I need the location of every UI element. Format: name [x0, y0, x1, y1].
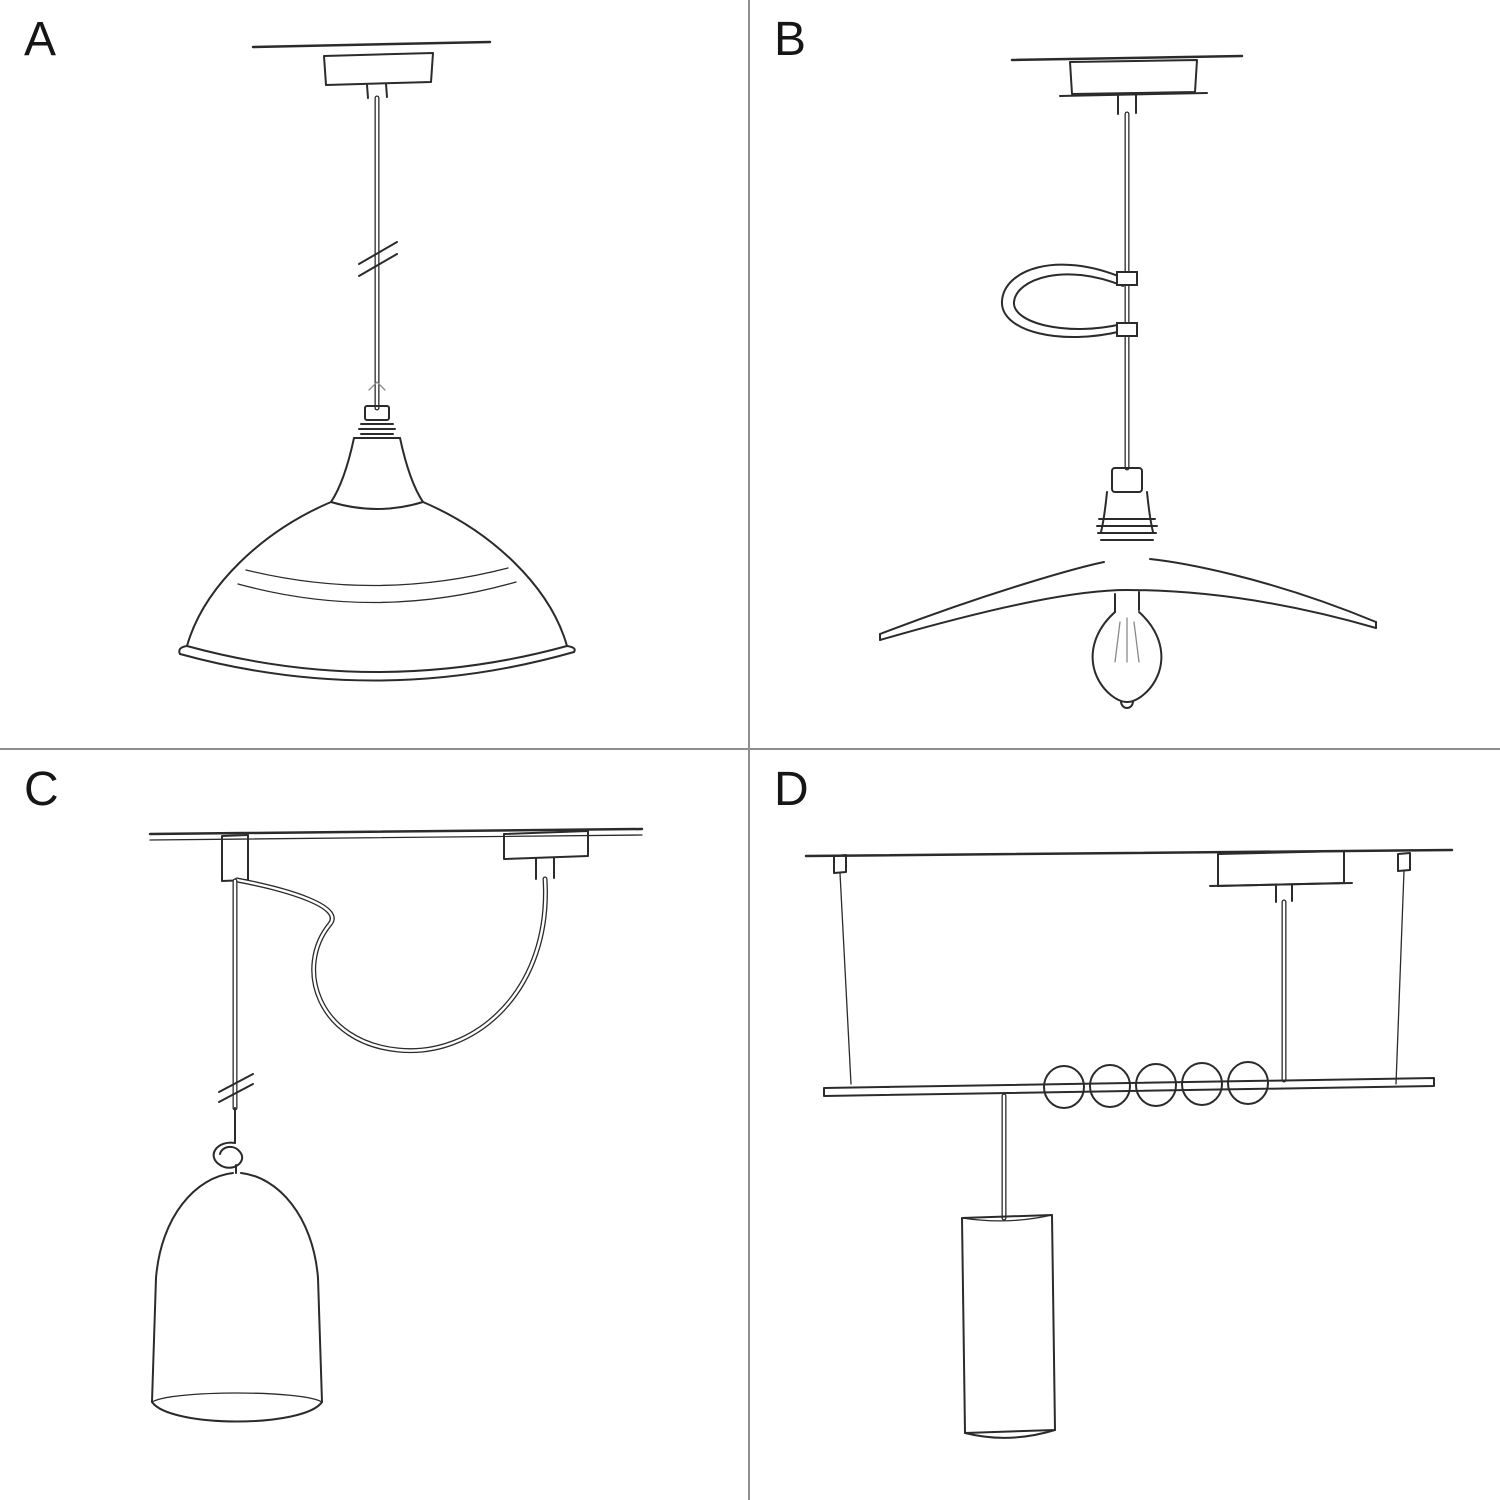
holder-threads — [358, 423, 396, 435]
cord-loop-inner — [1012, 273, 1124, 330]
cord-break-marks — [358, 241, 398, 277]
panel-d: D — [750, 750, 1500, 1500]
bulb-filament — [1114, 617, 1140, 663]
rose-flange — [1059, 92, 1208, 97]
rose-nipple — [366, 83, 388, 99]
shade-rim-roll — [179, 651, 575, 682]
ceiling-rose — [503, 830, 589, 860]
bell-shade-rim-front — [151, 1401, 323, 1423]
wire-anchor-left — [833, 854, 847, 874]
shade-rim — [186, 645, 568, 673]
ceiling-rose — [1069, 59, 1198, 95]
ceiling-line — [804, 848, 1454, 858]
pendant-flat-plate-shade-with-bulb-and-loop-sketch — [879, 54, 1377, 709]
bowl-shade-right — [422, 501, 568, 647]
lamp-holder — [364, 405, 390, 421]
panel-b: B — [750, 0, 1500, 750]
cord-loop-outer — [1000, 263, 1124, 338]
rose-flange — [1209, 882, 1353, 887]
ceiling-rose — [1217, 850, 1345, 887]
ceiling-line — [148, 827, 644, 836]
lamp-holder — [1111, 467, 1143, 493]
bell-shade-rim-back — [151, 1392, 323, 1403]
holder-threads — [1096, 518, 1158, 541]
shade-crease-1 — [245, 567, 509, 587]
panel-a-label: A — [24, 13, 58, 66]
rose-nipple — [1275, 884, 1293, 903]
ceiling-line — [1010, 54, 1244, 62]
chevron-up-icon — [368, 381, 386, 391]
swag-cord — [234, 876, 548, 1054]
bulb-tip — [1120, 701, 1134, 709]
rose-nipple — [1117, 94, 1137, 115]
panel-a: A — [0, 0, 750, 750]
wire-anchor-right — [1397, 852, 1411, 872]
coiled-cord — [1043, 1061, 1269, 1109]
cord-knot — [212, 1141, 243, 1169]
plate-shade-left — [879, 561, 1105, 635]
rose-nipple — [535, 857, 555, 880]
plate-shade-right — [1149, 558, 1377, 623]
tube-shade-bottom — [964, 1429, 1056, 1439]
bell-shade-left — [151, 1172, 234, 1403]
light-bulb — [1091, 611, 1163, 703]
bell-shade-right — [240, 1172, 323, 1403]
tube-shade-top — [961, 1214, 1053, 1222]
swag-pendant-bell-shade-with-knot-sketch — [148, 827, 644, 1423]
cord-clip-top — [1116, 271, 1138, 286]
ceiling-rose — [323, 52, 434, 86]
suspension-bar — [823, 1077, 1435, 1097]
shade-crease-2 — [237, 581, 517, 604]
bulb-neck — [1114, 591, 1140, 613]
tube-shade — [961, 1214, 1056, 1434]
suspension-wire-right — [1395, 870, 1405, 1085]
bar-suspension-coiled-cord-tube-shade-sketch — [804, 848, 1454, 1439]
suspension-wire-left — [839, 872, 852, 1085]
ceiling-hook — [221, 834, 249, 882]
ceiling-line — [251, 40, 492, 49]
panel-d-label: D — [774, 763, 810, 816]
panel-c: C — [0, 750, 750, 1500]
panel-c-label: C — [24, 763, 60, 816]
bowl-shade-left — [186, 501, 332, 647]
plate-shade-bottom — [879, 589, 1377, 641]
cord-break-marks — [218, 1073, 254, 1103]
cord-clip-bottom — [1116, 322, 1138, 337]
pendant-industrial-bowl-shade-sketch — [178, 40, 576, 682]
panel-b-label: B — [774, 13, 808, 66]
